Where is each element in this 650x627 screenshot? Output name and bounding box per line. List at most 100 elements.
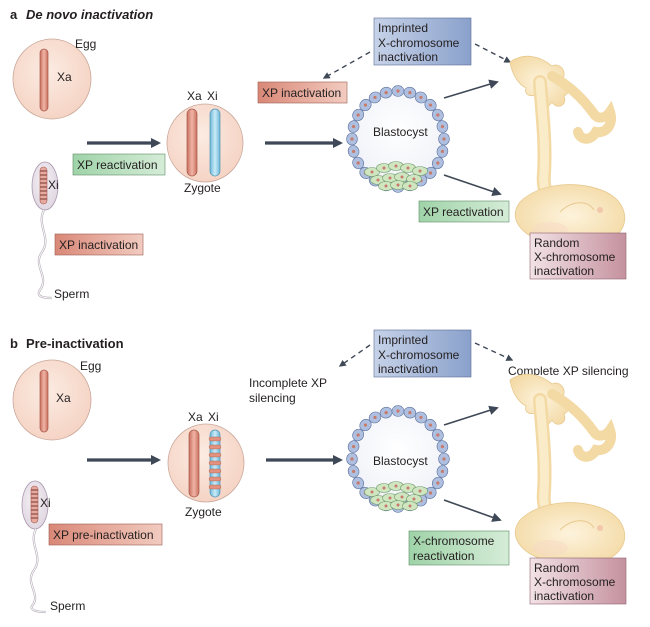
cell-nucleus [428, 171, 433, 175]
cell-nucleus [351, 469, 356, 474]
random-line-2: X-chromosome [534, 250, 616, 264]
panel-letter: b [10, 336, 18, 351]
fertilization-xp-reactivation-box [72, 153, 166, 176]
zygote-label-xa: Xa [188, 410, 203, 424]
egg-label: Egg [75, 37, 96, 51]
cell-nucleus [418, 169, 422, 173]
sperm-xp-inactivation-label: XP inactivation [59, 238, 138, 252]
cell-nucleus [400, 175, 404, 179]
cell-nucleus [412, 497, 416, 501]
cell-nucleus [408, 411, 412, 415]
blastocyst-xp-reactivation-label: XP reactivation [423, 205, 504, 219]
cell-nucleus [388, 176, 392, 180]
panel-a: a De novo inactivation Egg Xa Xi Sperm X… [10, 7, 626, 301]
sperm-xp-inactivation-box [54, 233, 144, 256]
cell-nucleus [356, 161, 360, 165]
cell-nucleus [370, 170, 374, 174]
sperm-label: Sperm [54, 287, 89, 301]
cell-nucleus [412, 177, 416, 181]
cell-nucleus [351, 124, 356, 129]
blastocyst-xp-inactivation-label: XP inactivation [262, 86, 341, 100]
imprinted-box [373, 17, 472, 66]
random-line-1: Random [534, 236, 579, 250]
zygote-chromosome-xi [209, 108, 221, 177]
cell-nucleus [418, 489, 422, 493]
cell-nucleus [436, 161, 440, 165]
fertilization-xp-reactivation-label: XP reactivation [77, 158, 158, 172]
blastocyst-label: Blastocyst [373, 125, 428, 139]
incomplete-silencing-line-2: silencing [249, 391, 296, 405]
cell-nucleus [384, 411, 388, 415]
zygote-cell [167, 423, 245, 503]
panel-title: De novo inactivation [26, 7, 153, 22]
egg-chromosome [39, 369, 49, 433]
embryo-a [510, 56, 625, 246]
cell-nucleus [363, 103, 368, 107]
cell-nucleus [440, 124, 445, 129]
sperm-chromosome-label: Xi [48, 178, 59, 192]
zygote-cell [166, 103, 244, 183]
panel-title: Pre-inactivation [26, 336, 124, 351]
zygote-label-xi: Xi [207, 89, 218, 103]
imprinted-line-1: Imprinted [378, 21, 428, 35]
blastocyst-label: Blastocyst [373, 454, 428, 468]
cell-nucleus [436, 113, 440, 117]
complete-silencing-label: Complete XP silencing [508, 364, 629, 378]
cell-nucleus [400, 495, 404, 499]
cell-nucleus [351, 149, 356, 154]
x-chromosome-reactivation-box [408, 530, 510, 566]
cell-nucleus [396, 183, 400, 187]
cell-nucleus [436, 433, 440, 437]
cell-nucleus [442, 137, 446, 141]
cell-nucleus [436, 481, 440, 485]
imprinted-line-3: inactivation [378, 50, 438, 64]
embryo-b [510, 374, 625, 564]
cell-nucleus [356, 481, 360, 485]
cell-nucleus [376, 178, 380, 182]
egg-label: Egg [80, 359, 101, 373]
random-line-3: inactivation [534, 589, 594, 603]
sperm-xp-pre-inactivation-box [48, 523, 163, 546]
imprinted-line-3: inactivation [378, 362, 438, 376]
cell-nucleus [373, 415, 377, 420]
blastocyst-xp-inactivation-box [257, 81, 348, 104]
random-box [529, 557, 627, 605]
panel-letter: a [10, 7, 18, 22]
random-line-3: inactivation [534, 264, 594, 278]
cell-nucleus [382, 166, 386, 170]
zygote-chromosome-xa [188, 429, 200, 498]
cell-nucleus [408, 184, 412, 188]
cell-nucleus [408, 91, 412, 95]
cell-nucleus [440, 444, 445, 449]
cell-nucleus [440, 469, 445, 474]
blastocyst [346, 405, 450, 513]
cell-nucleus [406, 486, 410, 490]
zygote-chromosome-xa [186, 108, 198, 177]
sperm-chromosome-label: Xi [40, 496, 51, 510]
cell-nucleus [394, 164, 398, 168]
egg-chromosome [39, 48, 49, 112]
imprinted-line-2: X-chromosome [378, 348, 460, 362]
incomplete-silencing-line-1: Incomplete XP [249, 376, 327, 390]
dashed-arrow-to-incomplete [338, 344, 371, 367]
cell-nucleus [351, 444, 356, 449]
arrow-to-embryo-lower [443, 499, 502, 522]
dashed-arrow-to-complete [474, 342, 514, 361]
cell-nucleus [428, 491, 433, 495]
cell-nucleus [406, 166, 410, 170]
cell-nucleus [373, 95, 377, 100]
imprinted-box [373, 329, 472, 378]
cell-nucleus [388, 496, 392, 500]
egg-cell [12, 359, 92, 441]
dashed-arrow-to-embryo [474, 43, 512, 63]
cell-nucleus [350, 137, 354, 141]
cell-nucleus [350, 457, 354, 461]
x-chromosome-reactivation-line-2: reactivation [413, 549, 474, 563]
imprinted-line-2: X-chromosome [378, 36, 460, 50]
random-line-1: Random [534, 561, 579, 575]
sperm-chromosome-bands [40, 170, 47, 200]
blastocyst-xp-reactivation-box [418, 200, 510, 223]
zygote-label-xi: Xi [208, 410, 219, 424]
zygote-label: Zygote [184, 181, 221, 195]
